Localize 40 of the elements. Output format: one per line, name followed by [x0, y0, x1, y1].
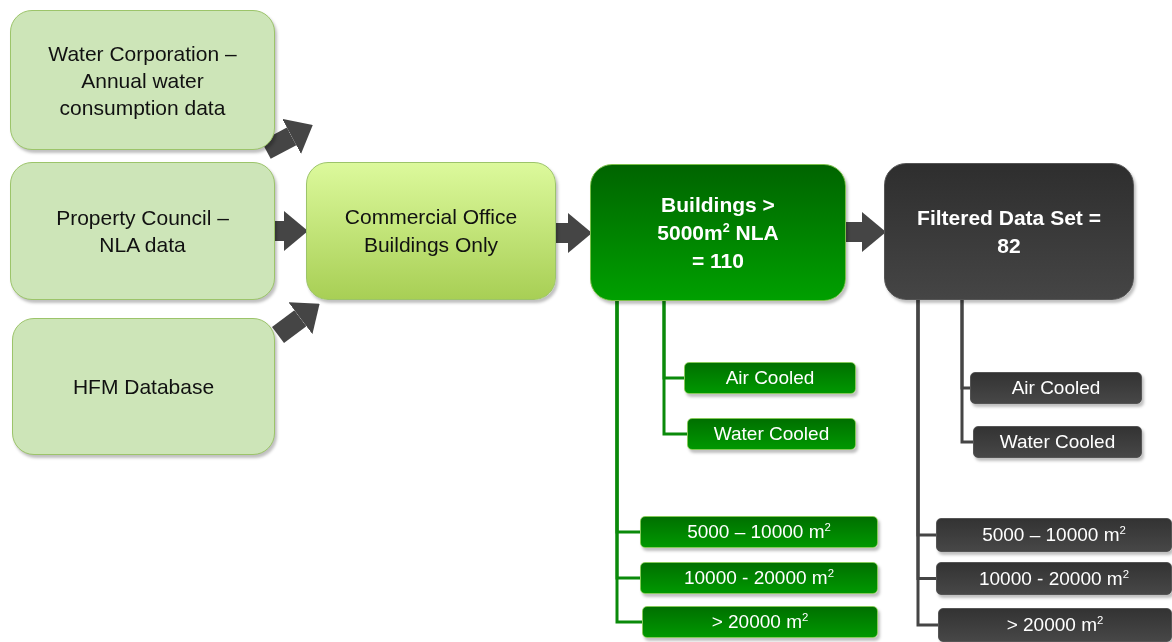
- connector-line: [960, 300, 973, 444]
- box-label: Commercial Office Buildings Only: [343, 204, 519, 258]
- connector-line: [662, 301, 687, 436]
- category-box: [642, 606, 878, 638]
- box-label: > 20000 m$^{2}$: [711, 611, 809, 633]
- box-label: 5000 – 10000 m$^{2}$: [982, 524, 1126, 546]
- connector-line: [615, 301, 642, 624]
- source-box: [10, 162, 275, 300]
- box-label: Water Cooled: [713, 423, 830, 445]
- block-arrow: [556, 213, 592, 253]
- box-label: > 20000 m$^{2}$: [1006, 614, 1104, 636]
- category-box: [970, 372, 1142, 404]
- box-label: Property Council – NLA data: [55, 205, 230, 258]
- category-box: [936, 562, 1172, 595]
- box-label: 10000 - 20000 m$^{2}$: [684, 567, 834, 589]
- category-box: [938, 608, 1172, 642]
- category-box: [687, 418, 856, 450]
- process-box: [306, 162, 556, 300]
- category-box: [684, 362, 856, 394]
- category-box: [973, 426, 1142, 458]
- source-box: [12, 318, 275, 455]
- result-box: [884, 163, 1134, 300]
- box-label: Water Corporation – Annual water consumption data: [47, 40, 238, 121]
- box-label: Air Cooled: [1011, 377, 1101, 399]
- box-label: 10000 - 20000 m$^{2}$: [979, 567, 1129, 590]
- block-arrow: [846, 212, 886, 252]
- box-label: Air Cooled: [725, 367, 815, 389]
- box-label: Filtered Data Set = 82: [916, 204, 1102, 259]
- box-label: 5000 – 10000 m$^{2}$: [687, 521, 831, 543]
- box-label: Buildings > 5000m$^{2}$ NLA = 110: [656, 191, 780, 274]
- box-label: HFM Database: [72, 374, 215, 400]
- source-box: [10, 10, 275, 150]
- category-box: [640, 516, 878, 548]
- block-arrow: [275, 211, 308, 251]
- category-box: [936, 518, 1172, 552]
- block-arrow: [272, 302, 320, 343]
- box-label: Water Cooled: [999, 431, 1116, 453]
- connector-line: [916, 300, 938, 627]
- result-box: [590, 164, 846, 301]
- category-box: [640, 562, 878, 594]
